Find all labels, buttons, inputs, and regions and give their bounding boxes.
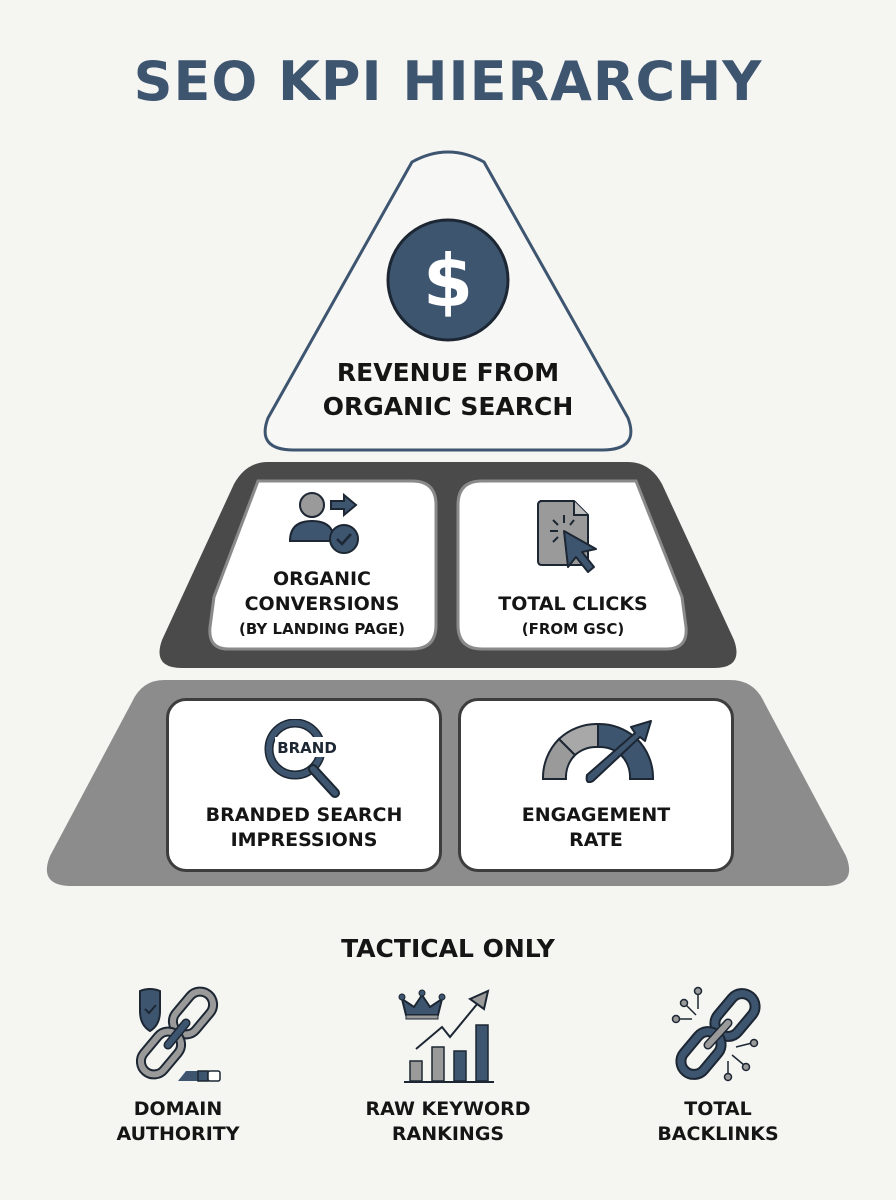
pyramid-bottom-tier: BRAND BRANDED SEARCH IMPRESSIONS ENGAGEM…	[44, 680, 852, 888]
brand-search-icon: BRAND	[261, 719, 347, 799]
tactical-item-total-backlinks: TOTAL BACKLINKS	[608, 985, 828, 1147]
branded-search-label: BRANDED SEARCH IMPRESSIONS	[169, 803, 439, 853]
gauge-icon	[539, 719, 657, 783]
organic-conversions-label: ORGANIC CONVERSIONS (BY LANDING PAGE)	[206, 567, 438, 642]
label-line1: TOTAL	[684, 1098, 752, 1120]
document-click-icon	[534, 497, 606, 577]
pyramid-middle-tier: ORGANIC CONVERSIONS (BY LANDING PAGE) TO…	[158, 462, 738, 670]
page-title: SEO KPI HIERARCHY	[133, 50, 763, 113]
tactical-item-domain-authority: DOMAIN AUTHORITY	[68, 985, 288, 1147]
dollar-icon: $	[386, 218, 510, 342]
label-line1: RAW KEYWORD	[365, 1098, 531, 1120]
user-conversion-icon	[286, 491, 366, 557]
backlink-chain-icon	[668, 985, 768, 1085]
label-line1: DOMAIN	[133, 1098, 223, 1120]
tactical-section-title: TACTICAL ONLY	[341, 934, 555, 963]
svg-text:$: $	[423, 239, 473, 323]
domain-authority-label: DOMAIN AUTHORITY	[68, 1097, 288, 1147]
ranking-chart-icon	[398, 985, 498, 1085]
kpi-card-engagement-rate: ENGAGEMENT RATE	[458, 698, 734, 872]
pyramid-top-tier: $ REVENUE FROM ORGANIC SEARCH	[262, 150, 634, 455]
shield-chain-icon	[128, 985, 228, 1085]
label-sub: (BY LANDING PAGE)	[238, 620, 406, 638]
kpi-card-organic-conversions: ORGANIC CONVERSIONS (BY LANDING PAGE)	[206, 479, 438, 651]
label-line2: CONVERSIONS	[244, 593, 400, 615]
label-line1: TOTAL CLICKS	[498, 593, 648, 615]
label-line2: IMPRESSIONS	[230, 829, 378, 851]
engagement-rate-label: ENGAGEMENT RATE	[461, 803, 731, 853]
label-line2: RANKINGS	[391, 1123, 505, 1145]
total-backlinks-label: TOTAL BACKLINKS	[608, 1097, 828, 1147]
kpi-card-branded-search: BRAND BRANDED SEARCH IMPRESSIONS	[166, 698, 442, 872]
top-tier-label: REVENUE FROM ORGANIC SEARCH	[262, 356, 634, 424]
label-line2: RATE	[569, 829, 623, 851]
total-clicks-label: TOTAL CLICKS (FROM GSC)	[456, 592, 690, 642]
label-line1: BRANDED SEARCH	[205, 804, 403, 826]
top-label-line2: ORGANIC SEARCH	[322, 392, 574, 421]
label-line1: ORGANIC	[273, 568, 371, 590]
svg-text:BRAND: BRAND	[277, 739, 337, 757]
kpi-card-total-clicks: TOTAL CLICKS (FROM GSC)	[456, 479, 690, 651]
label-line1: ENGAGEMENT	[521, 804, 671, 826]
top-label-line1: REVENUE FROM	[336, 358, 560, 387]
label-line2: BACKLINKS	[657, 1123, 779, 1145]
label-sub: (FROM GSC)	[521, 620, 625, 638]
keyword-rankings-label: RAW KEYWORD RANKINGS	[338, 1097, 558, 1147]
label-line2: AUTHORITY	[116, 1123, 240, 1145]
tactical-item-keyword-rankings: RAW KEYWORD RANKINGS	[338, 985, 558, 1147]
